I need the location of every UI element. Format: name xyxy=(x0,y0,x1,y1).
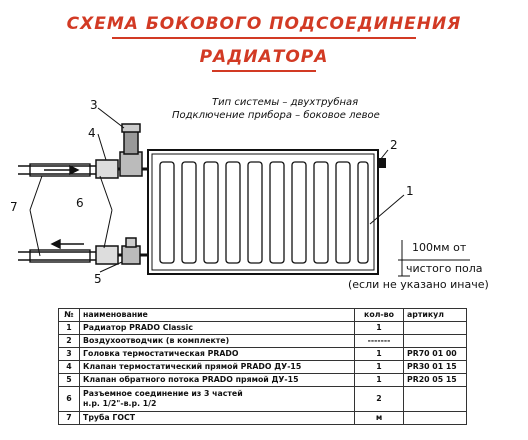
callout-2: 2 xyxy=(390,138,398,152)
table-row: 4 Клапан термостатический прямой PRADO Д… xyxy=(58,360,467,374)
title-underline-2 xyxy=(212,70,316,72)
table-row: 3 Головка термостатическая PRADO 1 PR70 … xyxy=(58,347,467,361)
connection-note: Подключение прибора – боковое левое xyxy=(172,110,380,121)
callout-5: 5 xyxy=(94,272,102,286)
row-article: PR30 01 15 xyxy=(403,360,467,374)
row-number: 7 xyxy=(58,411,80,425)
row-number: 3 xyxy=(58,347,80,361)
title-underline-1 xyxy=(112,37,416,39)
radiator-body xyxy=(147,149,379,275)
row-number: 6 xyxy=(58,386,80,412)
row-name: Радиатор PRADO Classic xyxy=(79,321,355,335)
row-qty: 1 xyxy=(354,360,404,374)
row-name: Клапан обратного потока PRADO прямой ДУ-… xyxy=(79,373,355,387)
callout-7: 7 xyxy=(10,200,18,214)
row-qty: 1 xyxy=(354,321,404,335)
table-row: 2 Воздухоотводчик (в комплекте) ------- xyxy=(58,334,467,348)
row-qty: 1 xyxy=(354,373,404,387)
row-number: 4 xyxy=(58,360,80,374)
floor-distance-marks xyxy=(398,240,470,277)
air-vent-icon xyxy=(378,158,386,168)
header-qty: кол-во xyxy=(354,308,404,322)
row-name: Труба ГОСТ xyxy=(79,411,355,425)
union-top xyxy=(95,159,119,179)
row-article: PR20 05 15 xyxy=(403,373,467,387)
return-pipe xyxy=(18,249,98,263)
row-article xyxy=(403,334,467,348)
row-name-multiline: Разъемное соединение из 3 частей н.р. 1/… xyxy=(79,386,355,412)
row-name: Клапан термостатический прямой PRADO ДУ-… xyxy=(79,360,355,374)
row-qty: м xyxy=(354,411,404,425)
supply-pipe xyxy=(18,163,98,177)
radiator-sections xyxy=(159,161,369,264)
header-name: наименование xyxy=(79,308,355,322)
radiator-inner xyxy=(151,153,375,271)
header-number: № xyxy=(58,308,80,322)
leader-lines xyxy=(29,107,405,273)
title-line-1: СХЕМА БОКОВОГО ПОДСОЕДИНЕНИЯ xyxy=(66,14,462,34)
union-bottom xyxy=(95,245,119,265)
flow-arrows xyxy=(44,164,84,250)
table-row: 1 Радиатор PRADO Classic 1 xyxy=(58,321,467,335)
table-header-row: № наименование кол-во артикул xyxy=(58,308,467,322)
row-article xyxy=(403,386,467,412)
row-article xyxy=(403,411,467,425)
row-qty: 1 xyxy=(354,347,404,361)
specification-table: № наименование кол-во артикул 1 Радиатор… xyxy=(58,308,467,425)
connection-diagram xyxy=(18,107,470,277)
row-number: 5 xyxy=(58,373,80,387)
callout-1: 1 xyxy=(406,184,414,198)
table-row: 6 Разъемное соединение из 3 частей н.р. … xyxy=(58,386,467,412)
callout-6: 6 xyxy=(76,196,84,210)
row-name: Разъемное соединение из 3 частей xyxy=(83,389,243,398)
callout-4: 4 xyxy=(88,126,96,140)
row-number: 2 xyxy=(58,334,80,348)
thermostatic-valve xyxy=(119,151,143,177)
table-row: 5 Клапан обратного потока PRADO прямой Д… xyxy=(58,373,467,387)
row-qty: 2 xyxy=(354,386,404,412)
callout-3: 3 xyxy=(90,98,98,112)
table-row: 7 Труба ГОСТ м xyxy=(58,411,467,425)
title-line-2: РАДИАТОРА xyxy=(199,47,329,67)
distance-note: 100мм от xyxy=(412,241,467,254)
row-number: 1 xyxy=(58,321,80,335)
header-article: артикул xyxy=(403,308,467,322)
row-qty: ------- xyxy=(354,334,404,348)
return-valve xyxy=(121,245,141,265)
row-name: Головка термостатическая PRADO xyxy=(79,347,355,361)
row-name: Воздухоотводчик (в комплекте) xyxy=(79,334,355,348)
otherwise-note: (если не указано иначе) xyxy=(348,278,489,291)
system-type-note: Тип системы – двухтрубная xyxy=(212,97,359,108)
row-article xyxy=(403,321,467,335)
floor-note: чистого пола xyxy=(406,262,483,275)
row-name-2: н.р. 1/2"-в.р. 1/2 xyxy=(83,399,157,408)
row-article: PR70 01 00 xyxy=(403,347,467,361)
